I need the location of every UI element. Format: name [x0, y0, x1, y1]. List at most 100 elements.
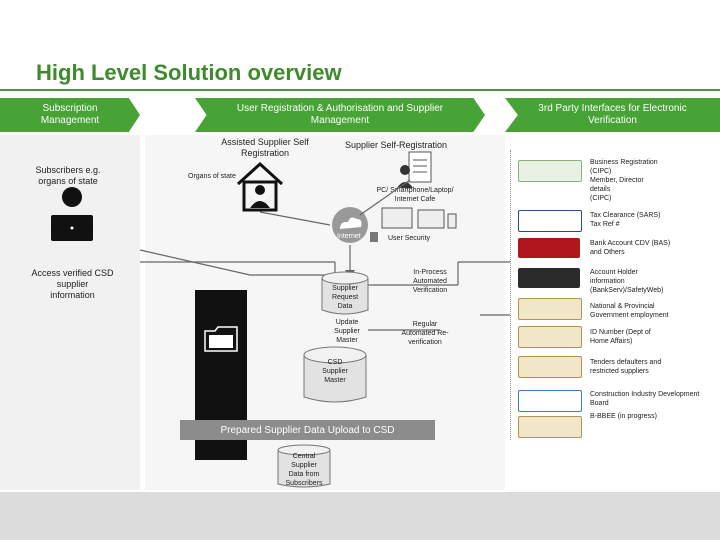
text-line: details [590, 186, 611, 193]
page-title: High Level Solution overview [36, 60, 342, 85]
text-line: Home Affairs) [590, 338, 633, 345]
text-line: Tenders defaulters and [590, 359, 662, 366]
subscriber-user-laptop-icon [51, 187, 93, 241]
government-employment-text: National & Provincial Government employm… [590, 302, 710, 320]
text-line: Internet Cafe [394, 196, 436, 203]
text-line: Data [337, 303, 353, 310]
documents-icon [397, 151, 432, 188]
text-line: Bank Account CDV (BAS) [590, 240, 671, 247]
text-line: Account Holder [590, 269, 638, 276]
banner-line: Subscription [42, 103, 98, 114]
text-line: information [50, 290, 95, 300]
banner-line: Verification [588, 115, 637, 126]
text-line: Subscribers e.g. [35, 165, 101, 175]
devices-icon [381, 207, 457, 229]
text-line: ID Number (Dept of [590, 329, 651, 336]
cidb-text: Construction Industry Development Board [590, 390, 715, 408]
supplier-request-cylinder-icon [321, 271, 369, 315]
text-line: Business Registration [590, 159, 658, 166]
text-line: Tax Clearance (SARS) [590, 212, 661, 219]
text-line: Subscribers [285, 480, 323, 487]
id-number-text: ID Number (Dept of Home Affairs) [590, 328, 710, 346]
text-line: Access verified CSD [31, 268, 114, 278]
subscribers-label: Subscribers e.g. organs of state [18, 165, 118, 187]
text-line: Data from [288, 471, 320, 478]
csd-master-label: CSD Supplier Master [304, 358, 366, 385]
assisted-registration-label: Assisted Supplier Self Registration [215, 137, 315, 159]
text-line: Request [331, 294, 359, 301]
text-line: Regular [412, 321, 438, 328]
text-line: and Others [590, 249, 625, 256]
cidb-logo [518, 390, 582, 412]
bottom-band [0, 492, 720, 540]
sars-logo [518, 210, 582, 232]
text-line: Supplier [322, 368, 348, 375]
text-line: Verification [412, 287, 448, 294]
self-registration-label: Supplier Self-Registration [345, 140, 448, 150]
supplier-request-label: Supplier Request Data [320, 284, 370, 311]
update-master-label: Update Supplier Master [322, 318, 372, 345]
internet-label: Internet [337, 233, 361, 240]
text-line: Master [336, 337, 358, 344]
in-process-label: In-Process Automated Verification [400, 268, 460, 295]
banner-line: User Registration & Authorisation and Su… [236, 103, 444, 114]
title-divider [0, 89, 720, 91]
text-line: Update [335, 319, 359, 326]
text-line: Master [324, 377, 346, 384]
text-line: (CIPC) [590, 195, 612, 202]
bbbee-text: B-BBEE (in progress) [590, 413, 657, 420]
text-line: supplier [56, 279, 89, 289]
national-treasury-logo [518, 356, 582, 378]
text-line: In-Process [413, 269, 447, 276]
text-line: Registration [240, 148, 290, 158]
text-line: Supplier [291, 462, 317, 469]
house-user-icon [236, 161, 284, 212]
banner-line: 3rd Party Interfaces for Electronic [538, 103, 687, 114]
text-line: information [590, 278, 625, 285]
banner-line: Management [310, 115, 370, 126]
regular-reverification-label: Regular Automated Re- verification [395, 320, 455, 347]
banner-user-registration: User Registration & Authorisation and Su… [195, 98, 485, 132]
text-line: Construction Industry Development [590, 391, 700, 398]
text-line: Board [590, 400, 609, 407]
text-line: Member, Director [590, 177, 644, 184]
text-line: organs of state [38, 176, 98, 186]
text-line: PC/ Smartphone/Laptop/ [376, 187, 454, 194]
absa-logo [518, 238, 580, 258]
text-line: Supplier [334, 328, 360, 335]
account-holder-text: Account Holder information (BankServ)/Sa… [590, 268, 710, 295]
bankserv-logo [518, 268, 580, 288]
internet-cloud-icon [332, 207, 368, 243]
central-supplier-label: Central Supplier Data from Subscribers [276, 452, 332, 488]
text-line: National & Provincial [590, 303, 655, 310]
cipc-logo [518, 160, 582, 182]
text-line: Supplier [332, 285, 358, 292]
lock-icon [370, 232, 378, 242]
central-data-cylinder-icon [277, 444, 331, 488]
text-line: Tax Ref # [590, 221, 620, 228]
text-line: Automated Re- [401, 330, 449, 337]
cipc-text: Business Registration (CIPC) Member, Dir… [590, 158, 710, 203]
access-verified-label: Access verified CSD supplier information [20, 268, 125, 301]
devices-label: PC/ Smartphone/Laptop/ Internet Cafe [360, 186, 470, 204]
text-line: (BankServ)/SafetyWeb) [590, 287, 664, 294]
text-line: verification [408, 339, 442, 346]
banner-line: Management [40, 115, 100, 126]
upload-bar: Prepared Supplier Data Upload to CSD [180, 420, 435, 440]
tender-defaulters-text: Tenders defaulters and restricted suppli… [590, 358, 710, 376]
text-line: Government employment [590, 312, 669, 319]
text-line: (CIPC) [590, 168, 612, 175]
text-line: restricted suppliers [590, 368, 649, 375]
folder-icon [204, 326, 238, 352]
sars-text: Tax Clearance (SARS) Tax Ref # [590, 211, 710, 229]
user-security-label: User Security [388, 235, 431, 242]
home-affairs-logo [518, 326, 582, 348]
text-line: Assisted Supplier Self [221, 137, 309, 147]
sa-coat-of-arms-logo [518, 298, 582, 320]
text-line: Automated [413, 278, 447, 285]
dti-logo [518, 416, 582, 438]
csd-master-cylinder-icon [303, 346, 367, 403]
text-line: Central [292, 453, 316, 460]
